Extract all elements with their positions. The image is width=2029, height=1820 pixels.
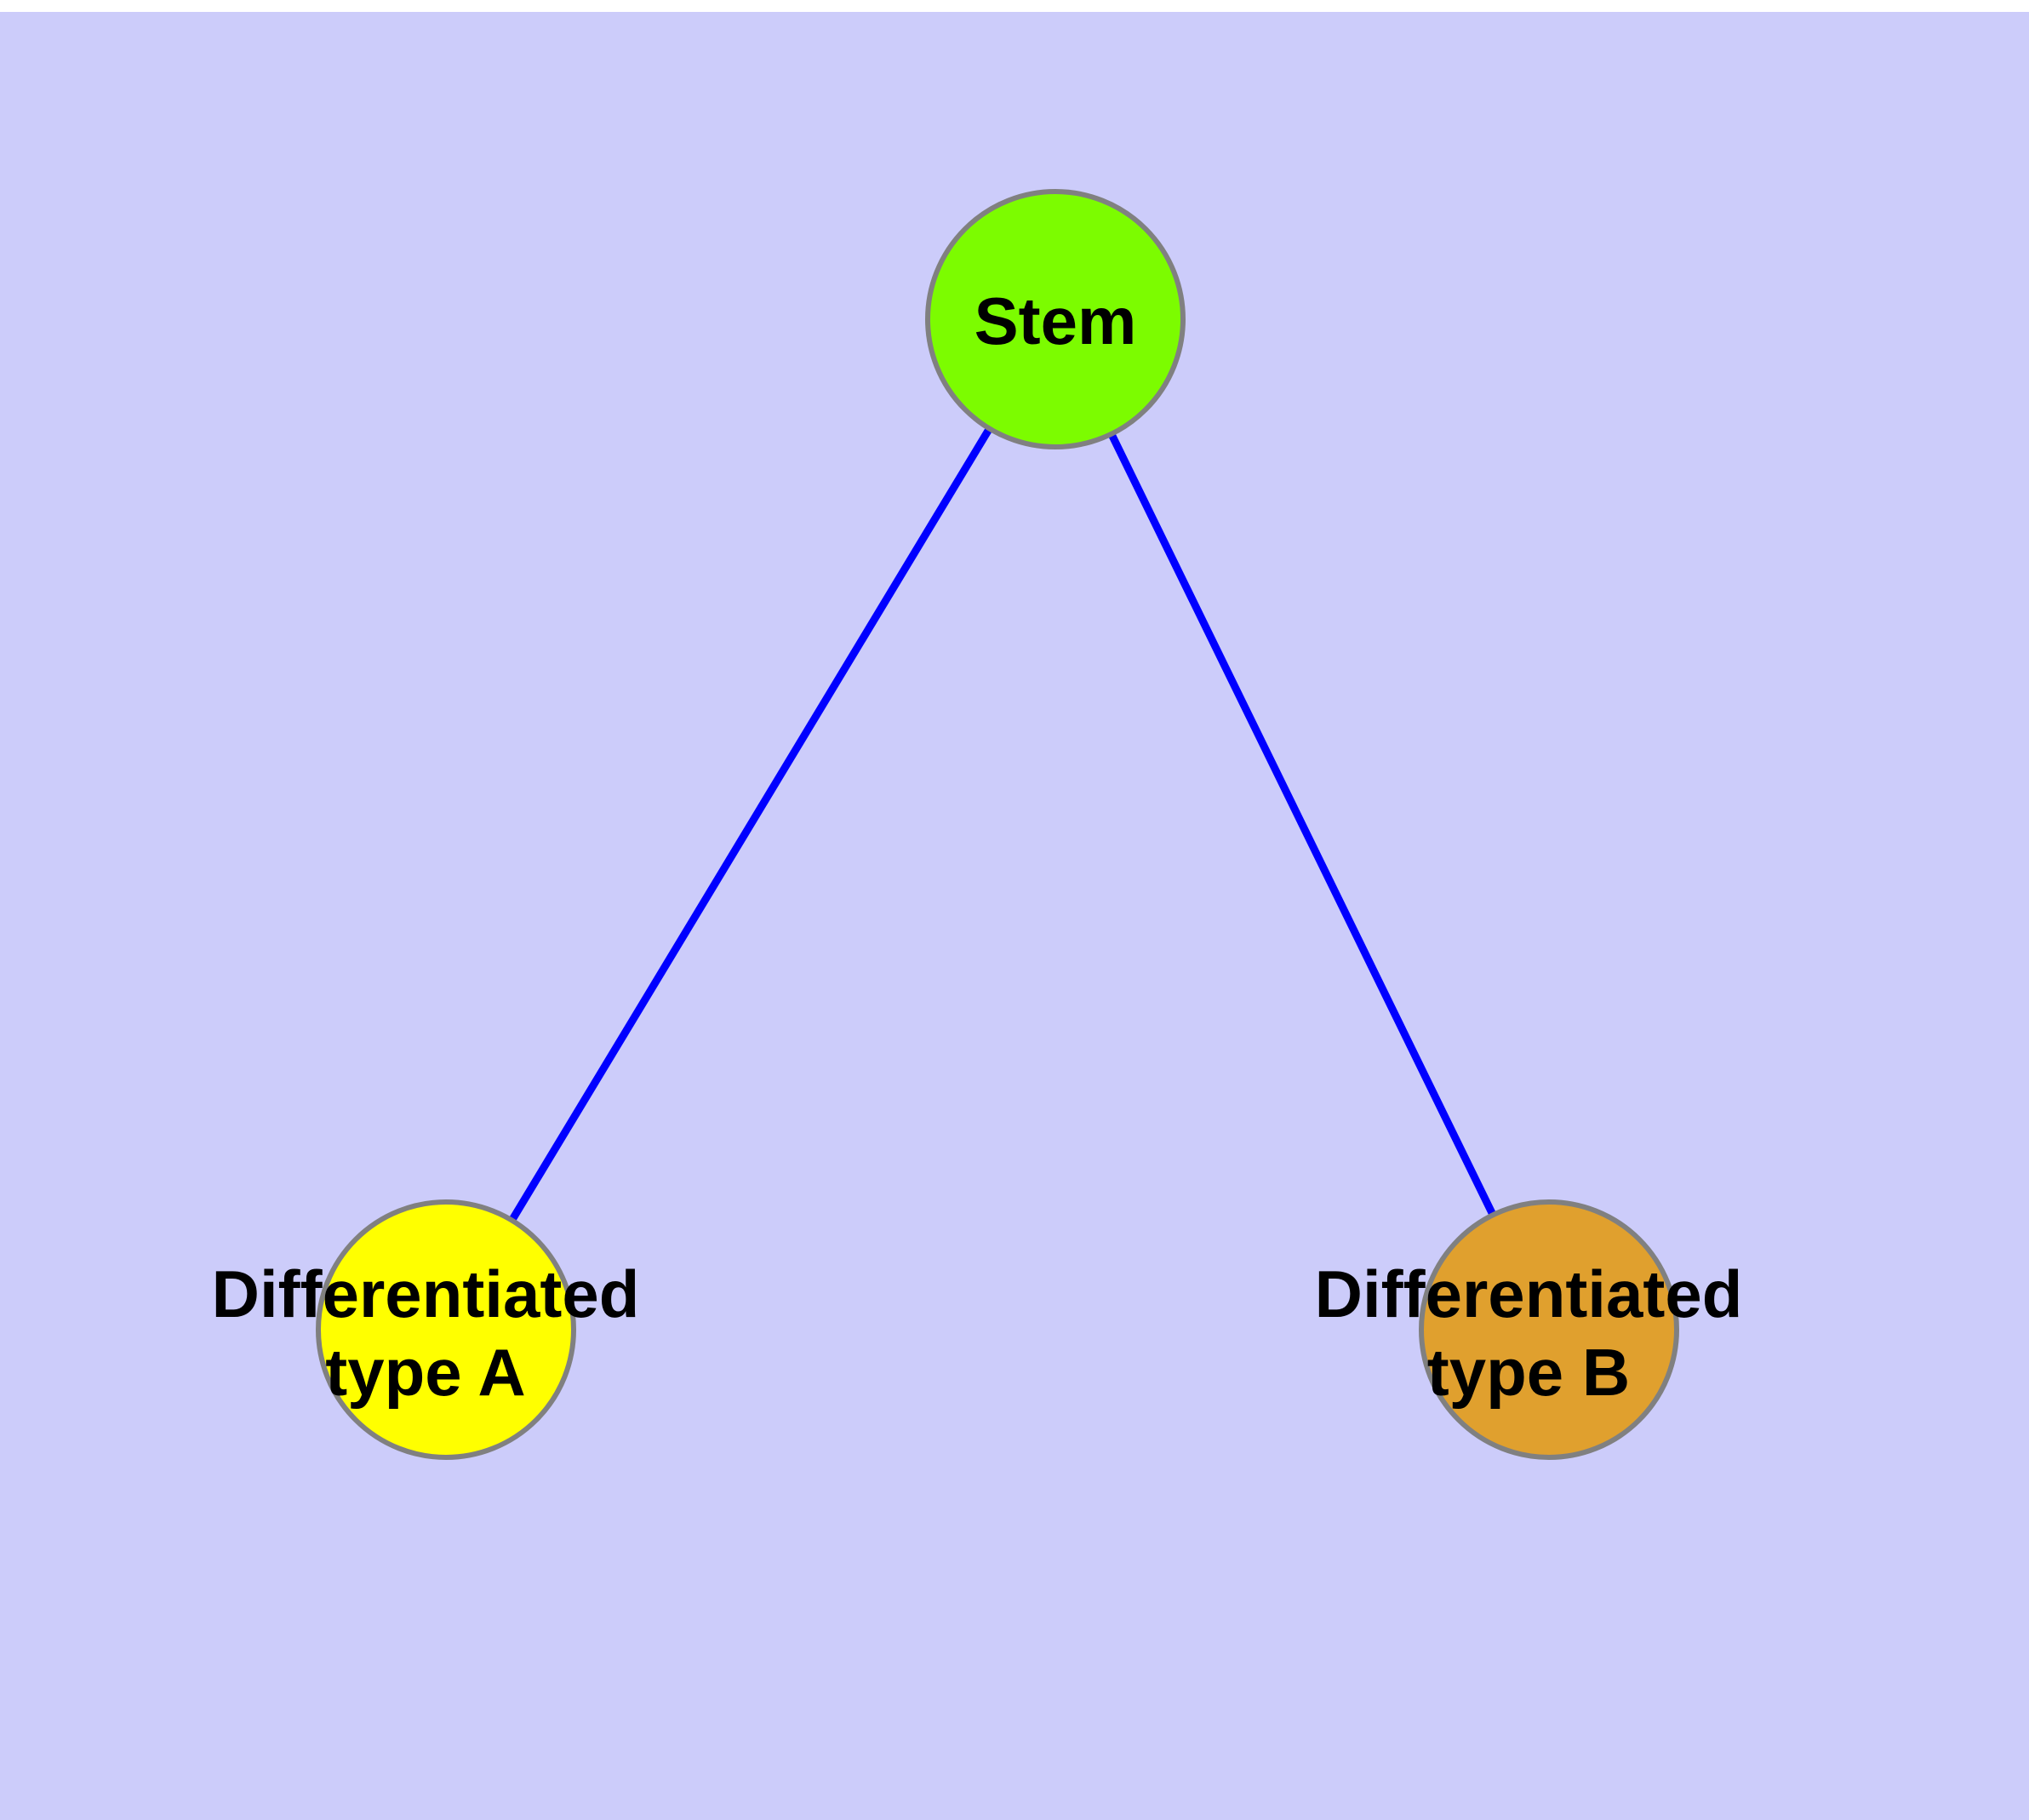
node-label-line: Differentiated — [212, 1256, 640, 1331]
node-label-stem: Stem — [974, 283, 1137, 358]
node-label-line: Differentiated — [1315, 1256, 1743, 1331]
graph-node-diff_a[interactable] — [316, 1199, 576, 1460]
node-circle-diff_b[interactable] — [1419, 1199, 1679, 1460]
graph-node-diff_b[interactable] — [1419, 1199, 1679, 1460]
node-label-line: type B — [1427, 1335, 1630, 1410]
graph-edge-stem-to-a — [443, 317, 1059, 1332]
node-label-line: Stem — [974, 283, 1137, 358]
graph-node-stem[interactable] — [925, 189, 1186, 449]
graph-edge-stem-to-b — [1051, 318, 1553, 1331]
node-label-line: type A — [325, 1335, 526, 1410]
node-circle-stem[interactable] — [925, 189, 1186, 449]
edge-layer — [443, 317, 1553, 1332]
node-circle-diff_a[interactable] — [316, 1199, 576, 1460]
